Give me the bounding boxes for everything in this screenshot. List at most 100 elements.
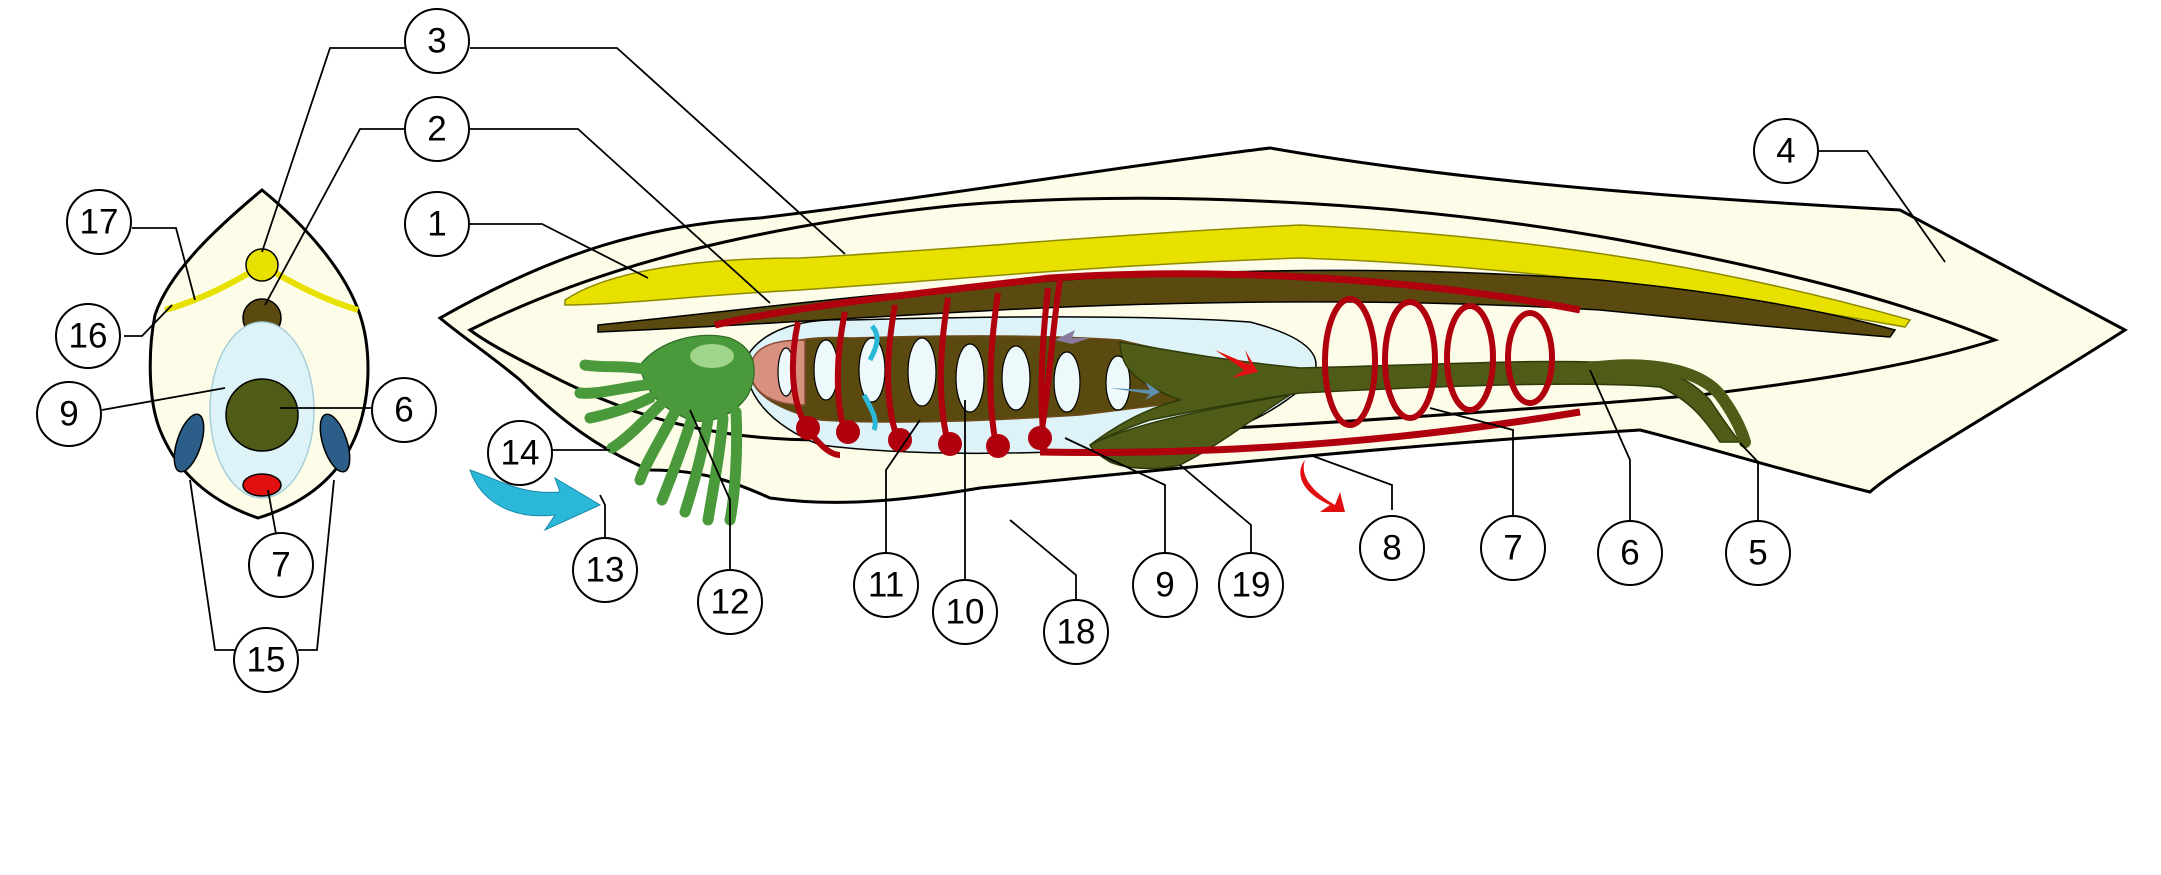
callout-label: 4 [1776,132,1795,171]
water-inflow-arrow [469,469,602,532]
callout-label: 9 [1155,566,1174,605]
gill-slit [1105,355,1131,411]
gill-slit [1001,345,1031,411]
branchial-bulb [1028,426,1052,450]
posterior-vessel-loops [1322,296,1555,428]
blood-flow-arrow-gill-1 [1055,330,1090,344]
callout-label: 13 [586,551,625,590]
callout-19: 19 [1218,552,1284,618]
cross-section-gut [225,378,299,452]
callout-9b: 9 [36,381,102,447]
longitudinal-section [437,146,2128,532]
callout-label: 8 [1382,529,1401,568]
callout-label: 11 [868,566,904,605]
oral-cirri [574,334,755,526]
leader-9b [101,387,226,411]
callout-4: 4 [1753,118,1819,184]
callout-17: 17 [66,189,132,255]
leader-5 [1739,442,1759,523]
callout-1: 1 [404,191,470,257]
leader-15 [189,479,335,651]
callout-6b: 6 [371,377,437,443]
callout-label: 3 [427,22,446,61]
branchial-bulb [888,428,912,452]
callout-label: 6 [1620,534,1639,573]
callout-8: 8 [1359,515,1425,581]
callout-12: 12 [697,569,763,635]
callout-label: 19 [1232,566,1271,605]
dorsal-aorta [714,270,1581,329]
leader-9 [1064,437,1166,555]
callout-9: 9 [1132,552,1198,618]
callout-label: 7 [271,546,290,585]
leader-18 [1009,519,1077,610]
leader-12 [689,409,731,580]
cross-section [148,188,370,520]
callout-label: 10 [946,593,985,632]
water-flow-arrow-lower [861,393,878,431]
cross-section-gonad-left [173,413,205,473]
leader-16 [124,304,173,337]
leader-7 [1429,407,1514,516]
oral-hood-highlight [690,344,734,368]
callout-13: 13 [572,537,638,603]
callout-label: 1 [427,205,446,244]
callout-3: 3 [404,8,470,74]
callout-label: 12 [711,583,750,622]
body-inner-line [467,196,2000,442]
vessel-loop [1444,303,1496,413]
leader-2 [470,128,771,304]
callout-label: 16 [69,317,108,356]
blood-flow-arrow-gill-2 [1110,382,1160,400]
callout-18: 18 [1043,599,1109,665]
dorsal-nerve-cord [564,224,1912,328]
ventral-aorta [1039,408,1581,456]
callout-14: 14 [487,420,553,486]
callout-7b: 7 [248,532,314,598]
callout-label: 5 [1748,534,1767,573]
gill-slit [858,337,886,403]
callout-5: 5 [1725,520,1791,586]
callout-7: 7 [1480,515,1546,581]
leader-8 [1309,454,1393,510]
leader-11 [885,419,921,555]
callout-label: 14 [501,434,540,473]
callout-label: 9 [59,395,78,434]
branchial-bulb [986,434,1010,458]
callout-label: 15 [247,641,286,680]
leader-3 [470,47,846,255]
water-flow-arrow-upper [867,324,880,362]
callout-label: 18 [1057,613,1096,652]
blood-flow-arrow-ventral [1300,460,1345,512]
branchial-bulb [836,420,860,444]
leader-2b [264,128,405,306]
vessel-loop [1382,299,1438,421]
vessel-loop [1322,296,1378,428]
cross-section-gonad-right [319,413,351,473]
oral-cirrus [574,359,743,526]
vessel-loop [1505,310,1555,406]
leader-17 [132,227,196,301]
leader-13 [599,494,606,548]
callout-6: 6 [1597,520,1663,586]
leader-3b [261,47,405,253]
callout-label: 7 [1503,529,1522,568]
callout-10: 10 [932,579,998,645]
gill-slit [1053,351,1081,413]
cross-section-ventral-vessel [242,473,282,497]
blood-flow-arrow-dorsal [1215,350,1258,378]
leader-4 [1813,150,1946,263]
gill-slit [955,343,985,413]
branchial-bulb [938,432,962,456]
callouts: 1 2 3 4 5 6 7 8 19 9 18 10 11 12 13 14 1… [36,8,1819,693]
gill-slit [813,339,839,401]
gill-slit [907,337,937,407]
callout-11: 11 [853,552,919,618]
leader-1 [462,223,649,279]
callout-2: 2 [404,96,470,162]
callout-label: 17 [80,203,119,242]
branchial-bulb [796,416,820,440]
callout-15: 15 [233,627,299,693]
leader-19 [1179,464,1252,555]
